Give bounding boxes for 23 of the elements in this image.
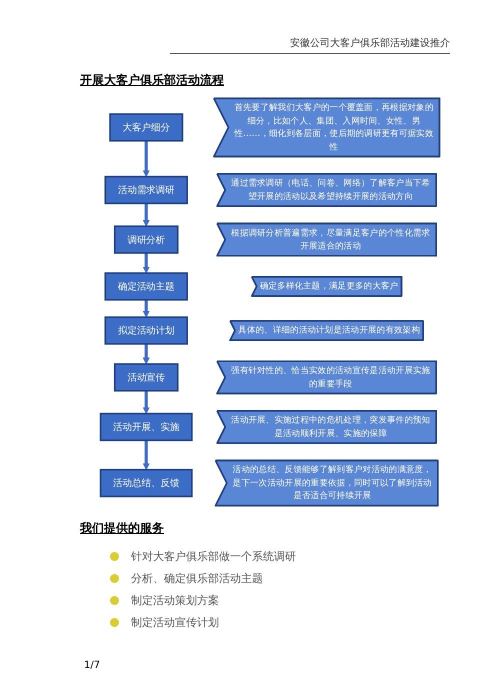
node-box: 确定活动主题	[104, 272, 188, 301]
node-box: 活动需求调研	[104, 176, 188, 204]
bullet-item: 制定活动宣传计划	[131, 614, 219, 630]
arrow	[142, 344, 150, 364]
node-box: 活动开展、实施	[100, 412, 193, 442]
node-box: 调研分析	[114, 225, 178, 254]
diagram-title: 开展大客户俱乐部活动流程	[80, 72, 224, 89]
arrow	[142, 390, 150, 414]
node-box: 大客户细分	[109, 113, 184, 142]
arrow	[142, 203, 150, 227]
bullet-item: 分析、确定俱乐部活动主题	[131, 570, 263, 586]
bullet-item: 制定活动策划方案	[131, 592, 219, 608]
header-text: 安徽公司大客户俱乐部活动建设推介	[170, 36, 450, 54]
arrow	[142, 440, 150, 470]
node-box: 活动总结、反馈	[100, 468, 193, 498]
arrow	[142, 300, 150, 318]
page-number: 1/7	[84, 660, 100, 671]
section-heading: 我们提供的服务	[80, 520, 164, 537]
bullet-item: 针对大客户俱乐部做一个系统调研	[131, 548, 296, 564]
node-box: 活动宣传	[114, 363, 178, 392]
arrow	[142, 253, 150, 274]
node-box: 拟定活动计划	[104, 316, 188, 345]
arrow	[142, 140, 150, 177]
